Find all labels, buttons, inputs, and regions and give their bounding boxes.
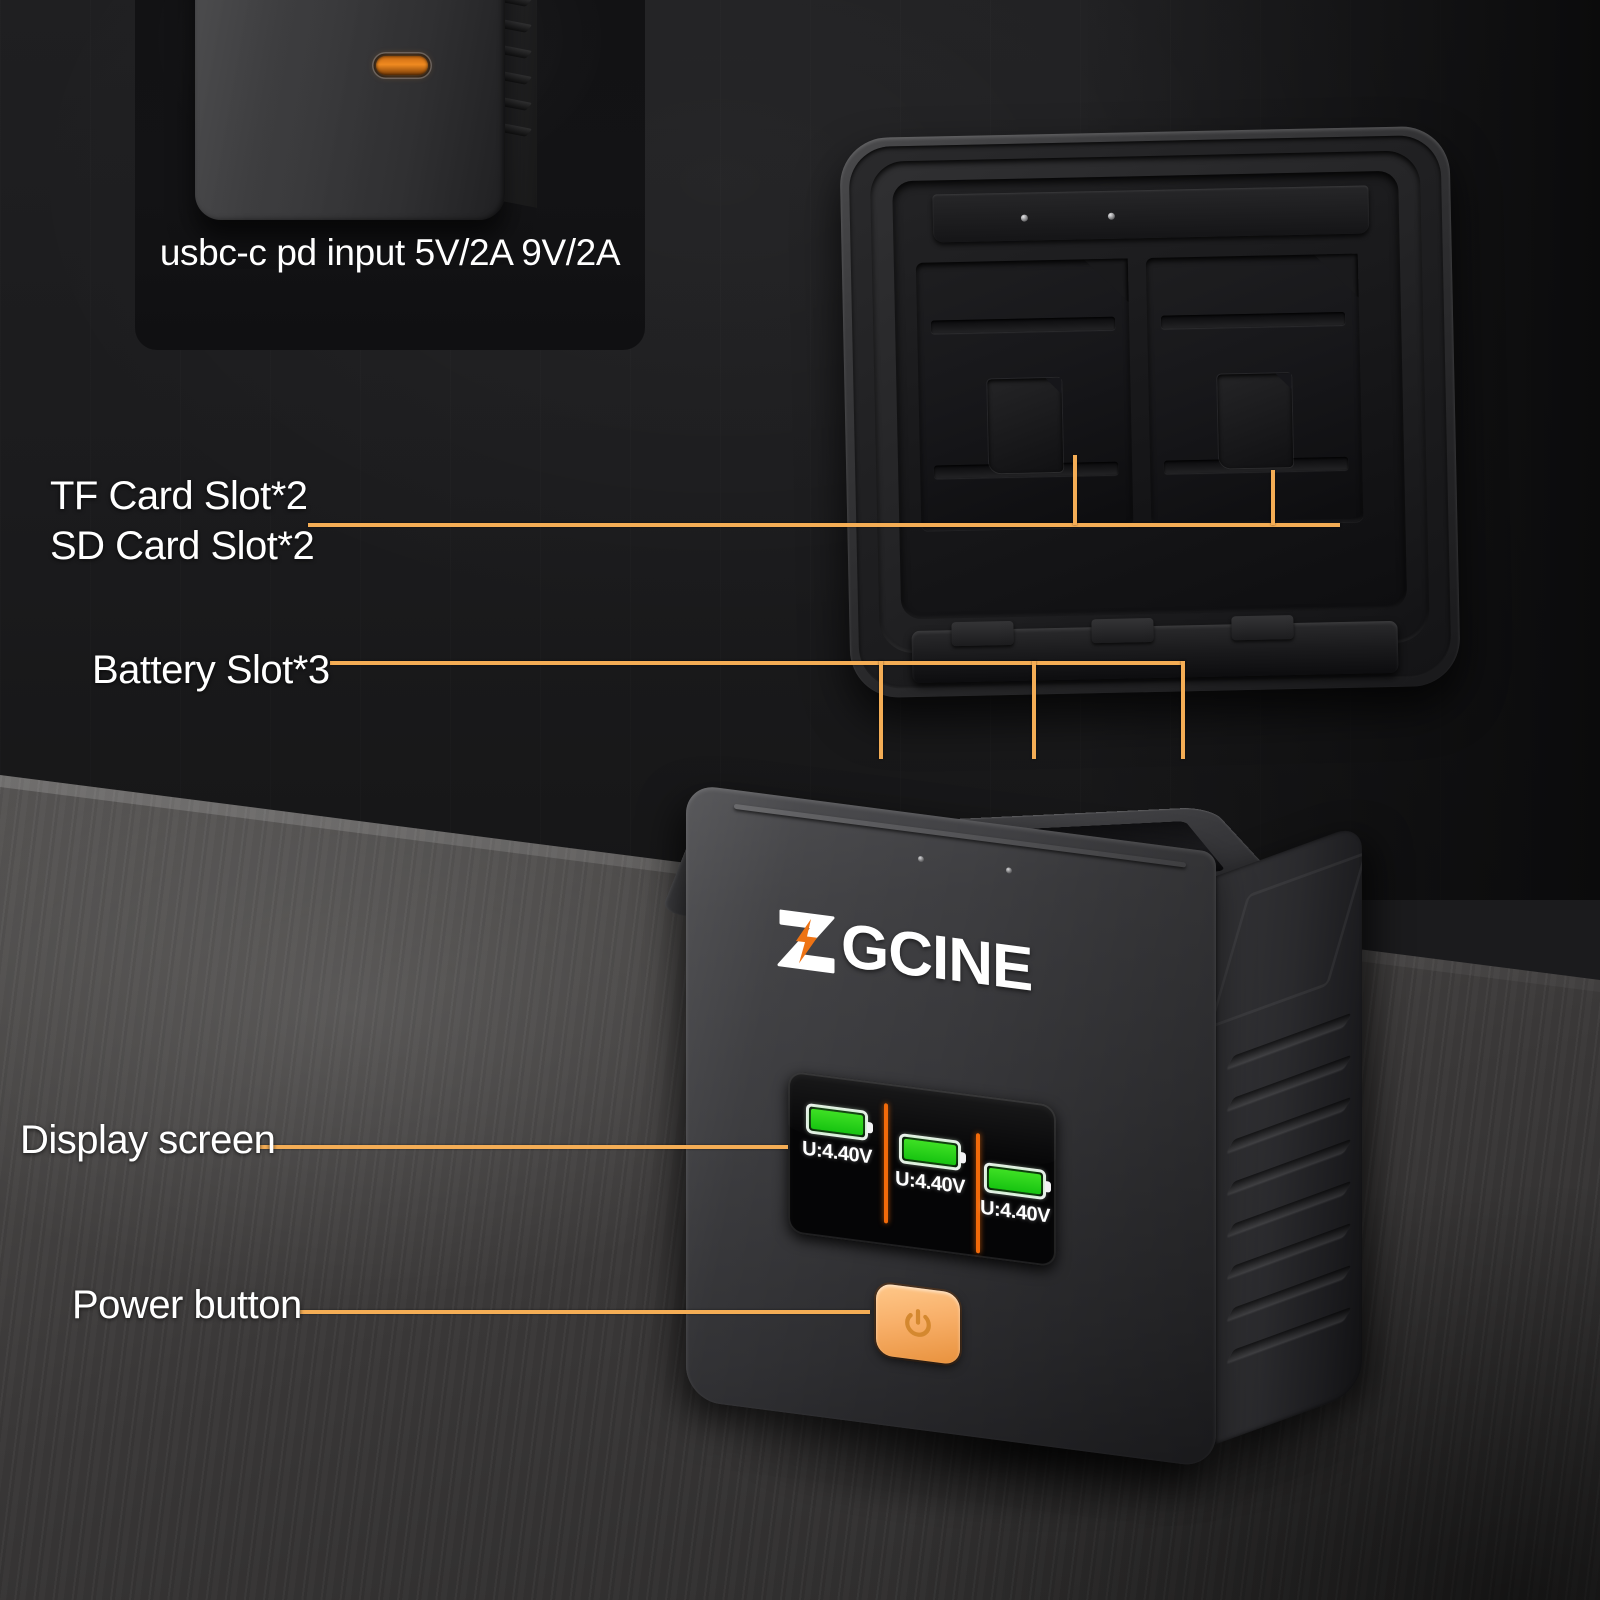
charger-body [658, 690, 1418, 1470]
label-power-button: Power button [72, 1283, 302, 1327]
zgcine-z-mark [777, 909, 835, 973]
label-sd-card-slot: SD Card Slot*2 [50, 524, 315, 568]
callout-branch-battery-2 [1032, 661, 1036, 759]
voltage-readout-2: U:4.40V [895, 1167, 965, 1199]
usbc-inset-panel: usbc-c pd input 5V/2A 9V/2A [135, 0, 645, 350]
callout-branch-tf-1 [1073, 455, 1077, 525]
usb-c-port-icon [376, 56, 428, 75]
callout-branch-battery-1 [879, 661, 883, 759]
inset-caption: usbc-c pd input 5V/2A 9V/2A [159, 232, 621, 273]
display-cell-1: U:4.40V [796, 1102, 878, 1171]
screen-divider-1 [884, 1103, 888, 1224]
display-cell-3: U:4.40V [974, 1161, 1056, 1230]
battery-icon-3 [984, 1162, 1046, 1201]
brand-logo: GCINE [775, 901, 1032, 1005]
tf-card-slot-1 [987, 377, 1064, 474]
power-button[interactable] [876, 1282, 960, 1366]
label-tf-card-slot: TF Card Slot*2 [50, 474, 308, 518]
callout-branch-tf-2 [1271, 470, 1275, 525]
side-emboss-logo [1214, 851, 1362, 1029]
tf-card-slot-2 [1217, 373, 1294, 469]
lid-screw-left [1020, 214, 1028, 222]
inset-body-highlight [195, 0, 505, 220]
callout-line-cards [308, 523, 1340, 527]
sd-card-slot-2 [1145, 253, 1364, 526]
label-battery-slot: Battery Slot*3 [92, 648, 330, 692]
label-display-screen: Display screen [20, 1118, 276, 1162]
charger-lid [839, 125, 1461, 699]
callout-branch-battery-3 [1181, 661, 1185, 759]
sd-slot-notch [1314, 254, 1359, 299]
display-cell-2: U:4.40V [889, 1132, 971, 1201]
power-icon [905, 1309, 931, 1337]
display-screen: U:4.40V U:4.40V U:4.40V [788, 1070, 1056, 1268]
sd-card-slot-1 [915, 258, 1134, 531]
callout-line-power [300, 1310, 870, 1314]
voltage-readout-3: U:4.40V [980, 1196, 1050, 1228]
inset-charger-body [195, 0, 505, 220]
callout-line-display [258, 1145, 788, 1149]
sd-slot-notch [1084, 258, 1129, 303]
charger-side-face [1214, 823, 1362, 1445]
sd-slot-rail-top [931, 316, 1116, 334]
lid-top-bracket [932, 185, 1370, 243]
lid-interior [892, 170, 1408, 620]
voltage-readout-1: U:4.40V [802, 1137, 872, 1169]
callout-line-battery [330, 661, 1185, 665]
lid-hinge [911, 615, 1399, 684]
sd-slot-rail-top [1160, 311, 1346, 329]
